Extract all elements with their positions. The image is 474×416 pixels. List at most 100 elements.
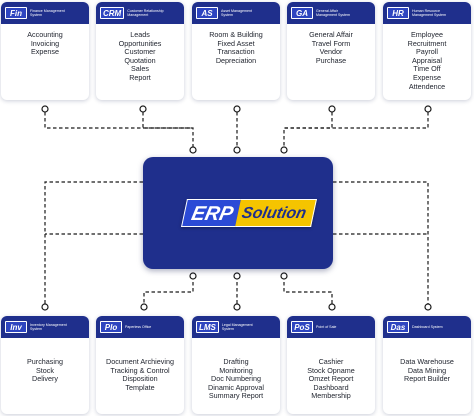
- erp-word: ERP: [181, 199, 242, 227]
- module-items: Document Archieving Tracking & Control D…: [96, 338, 184, 396]
- module-card-dashboard[interactable]: Das Dashboard System Data Warehouse Data…: [383, 316, 471, 414]
- module-item: Fixed Asset: [217, 38, 255, 48]
- module-badge: HR: [387, 7, 409, 19]
- module-title: Inventory Management System: [30, 322, 67, 331]
- module-header: HR Human Resource Management System: [383, 2, 471, 24]
- module-card-finance[interactable]: Fin Finance Management System Accounting…: [1, 2, 89, 100]
- erp-solution-hub[interactable]: ERP Solution: [143, 157, 333, 269]
- module-header: GA General Affair Management System: [287, 2, 375, 24]
- module-item: Expense: [413, 72, 441, 82]
- module-item: Monitoring: [219, 365, 253, 375]
- module-item: Data Mining: [407, 365, 447, 375]
- solution-word: Solution: [235, 199, 318, 227]
- module-badge: AS: [196, 7, 218, 19]
- module-item: Expense: [31, 47, 59, 57]
- module-card-point-of-sale[interactable]: PoS Point of Sale Cashier Stock Opname O…: [287, 316, 375, 414]
- module-item: Appraisal: [412, 55, 442, 65]
- module-title: Asset Management System: [221, 8, 252, 17]
- connector-dot: [139, 105, 147, 113]
- module-item: Purchase: [315, 55, 347, 65]
- connector-dot: [233, 272, 241, 280]
- module-item: Depreciation: [215, 55, 257, 65]
- module-badge: Das: [387, 321, 409, 333]
- module-item: Transaction: [217, 47, 255, 57]
- connector-dot: [41, 303, 49, 311]
- module-items: Room & Building Fixed Asset Transaction …: [192, 24, 280, 69]
- module-card-general-affair[interactable]: GA General Affair Management System Gene…: [287, 2, 375, 100]
- module-title: Paperless Office: [125, 324, 152, 329]
- module-item: Omzet Report: [308, 374, 354, 384]
- module-header: PoS Point of Sale: [287, 316, 375, 338]
- module-item: Quotation: [124, 55, 156, 65]
- module-item: Employee: [411, 30, 443, 39]
- module-header: LMS Legal Management System: [192, 316, 280, 338]
- module-header: Inv Inventory Management System: [1, 316, 89, 338]
- module-header: AS Asset Management System: [192, 2, 280, 24]
- module-item: Leads: [130, 30, 150, 39]
- connector-dot: [328, 303, 336, 311]
- module-item: Payroll: [416, 47, 438, 57]
- module-badge: GA: [291, 7, 313, 19]
- module-header: Plo Paperless Office: [96, 316, 184, 338]
- module-badge: Fin: [5, 7, 27, 19]
- module-card-crm[interactable]: CRM Customer Relationship Management Lea…: [96, 2, 184, 100]
- module-item: Customer: [124, 47, 156, 57]
- module-card-human-resource[interactable]: HR Human Resource Management System Empl…: [383, 2, 471, 100]
- module-items: Purchasing Stock Delivery: [1, 338, 89, 388]
- module-items: Cashier Stock Opname Omzet Report Dashbo…: [287, 338, 375, 405]
- module-item: Tracking & Control: [110, 365, 170, 375]
- connector-dot: [233, 303, 241, 311]
- module-item: Doc Numbering: [211, 374, 261, 384]
- module-item: Travel Form: [311, 38, 351, 48]
- module-item: Membership: [311, 391, 351, 401]
- module-card-legal[interactable]: LMS Legal Management System Drafting Mon…: [192, 316, 280, 414]
- module-title: Human Resource Management System: [412, 8, 446, 17]
- connector-dot: [233, 105, 241, 113]
- module-item: Dinamic Approval: [208, 382, 264, 392]
- module-badge: CRM: [100, 7, 125, 19]
- module-card-inventory[interactable]: Inv Inventory Management System Purchasi…: [1, 316, 89, 414]
- module-title: Customer Relationship Management: [127, 8, 164, 17]
- module-item: Vendor: [319, 47, 343, 57]
- module-card-asset[interactable]: AS Asset Management System Room & Buildi…: [192, 2, 280, 100]
- module-item: Invoicing: [30, 38, 60, 48]
- module-items: Drafting Monitoring Doc Numbering Dinami…: [192, 338, 280, 405]
- module-item: Stock Opname: [307, 365, 355, 375]
- module-item: Opportunities: [118, 38, 162, 48]
- module-item: Attendence: [408, 81, 446, 91]
- erp-solution-logo: ERP Solution: [181, 199, 318, 227]
- module-items: Leads Opportunities Customer Quotation S…: [96, 24, 184, 87]
- module-item: Dashboard: [313, 382, 349, 392]
- module-header: CRM Customer Relationship Management: [96, 2, 184, 24]
- connector-dot: [189, 272, 197, 280]
- module-item: Room & Building: [209, 30, 263, 39]
- module-items: Accounting Invoicing Expense: [1, 24, 89, 61]
- module-badge: Inv: [5, 321, 27, 333]
- module-item: Sales: [131, 64, 149, 74]
- connector-dot: [424, 303, 432, 311]
- module-card-paperless-office[interactable]: Plo Paperless Office Document Archieving…: [96, 316, 184, 414]
- module-items: General Affair Travel Form Vendor Purcha…: [287, 24, 375, 69]
- module-item: Time Off: [413, 64, 441, 74]
- module-item: Template: [125, 382, 155, 392]
- connector-dot: [280, 146, 288, 154]
- module-title: Dashboard System: [412, 324, 443, 329]
- module-badge: LMS: [196, 321, 219, 333]
- module-items: Employee Recruitment Payroll Appraisal T…: [383, 24, 471, 95]
- module-header: Das Dashboard System: [383, 316, 471, 338]
- module-title: General Affair Management System: [316, 8, 350, 17]
- connector-dot: [280, 272, 288, 280]
- connector-dot: [189, 146, 197, 154]
- connector-dot: [424, 105, 432, 113]
- module-item: General Affair: [309, 30, 353, 39]
- module-item: Report Builder: [404, 374, 450, 384]
- connector-dot: [233, 146, 241, 154]
- module-badge: PoS: [291, 321, 313, 333]
- module-item: Cashier: [318, 357, 344, 366]
- module-badge: Plo: [100, 321, 122, 333]
- module-title: Finance Management System: [30, 8, 65, 17]
- module-item: Accounting: [27, 30, 63, 39]
- module-item: Delivery: [32, 374, 58, 384]
